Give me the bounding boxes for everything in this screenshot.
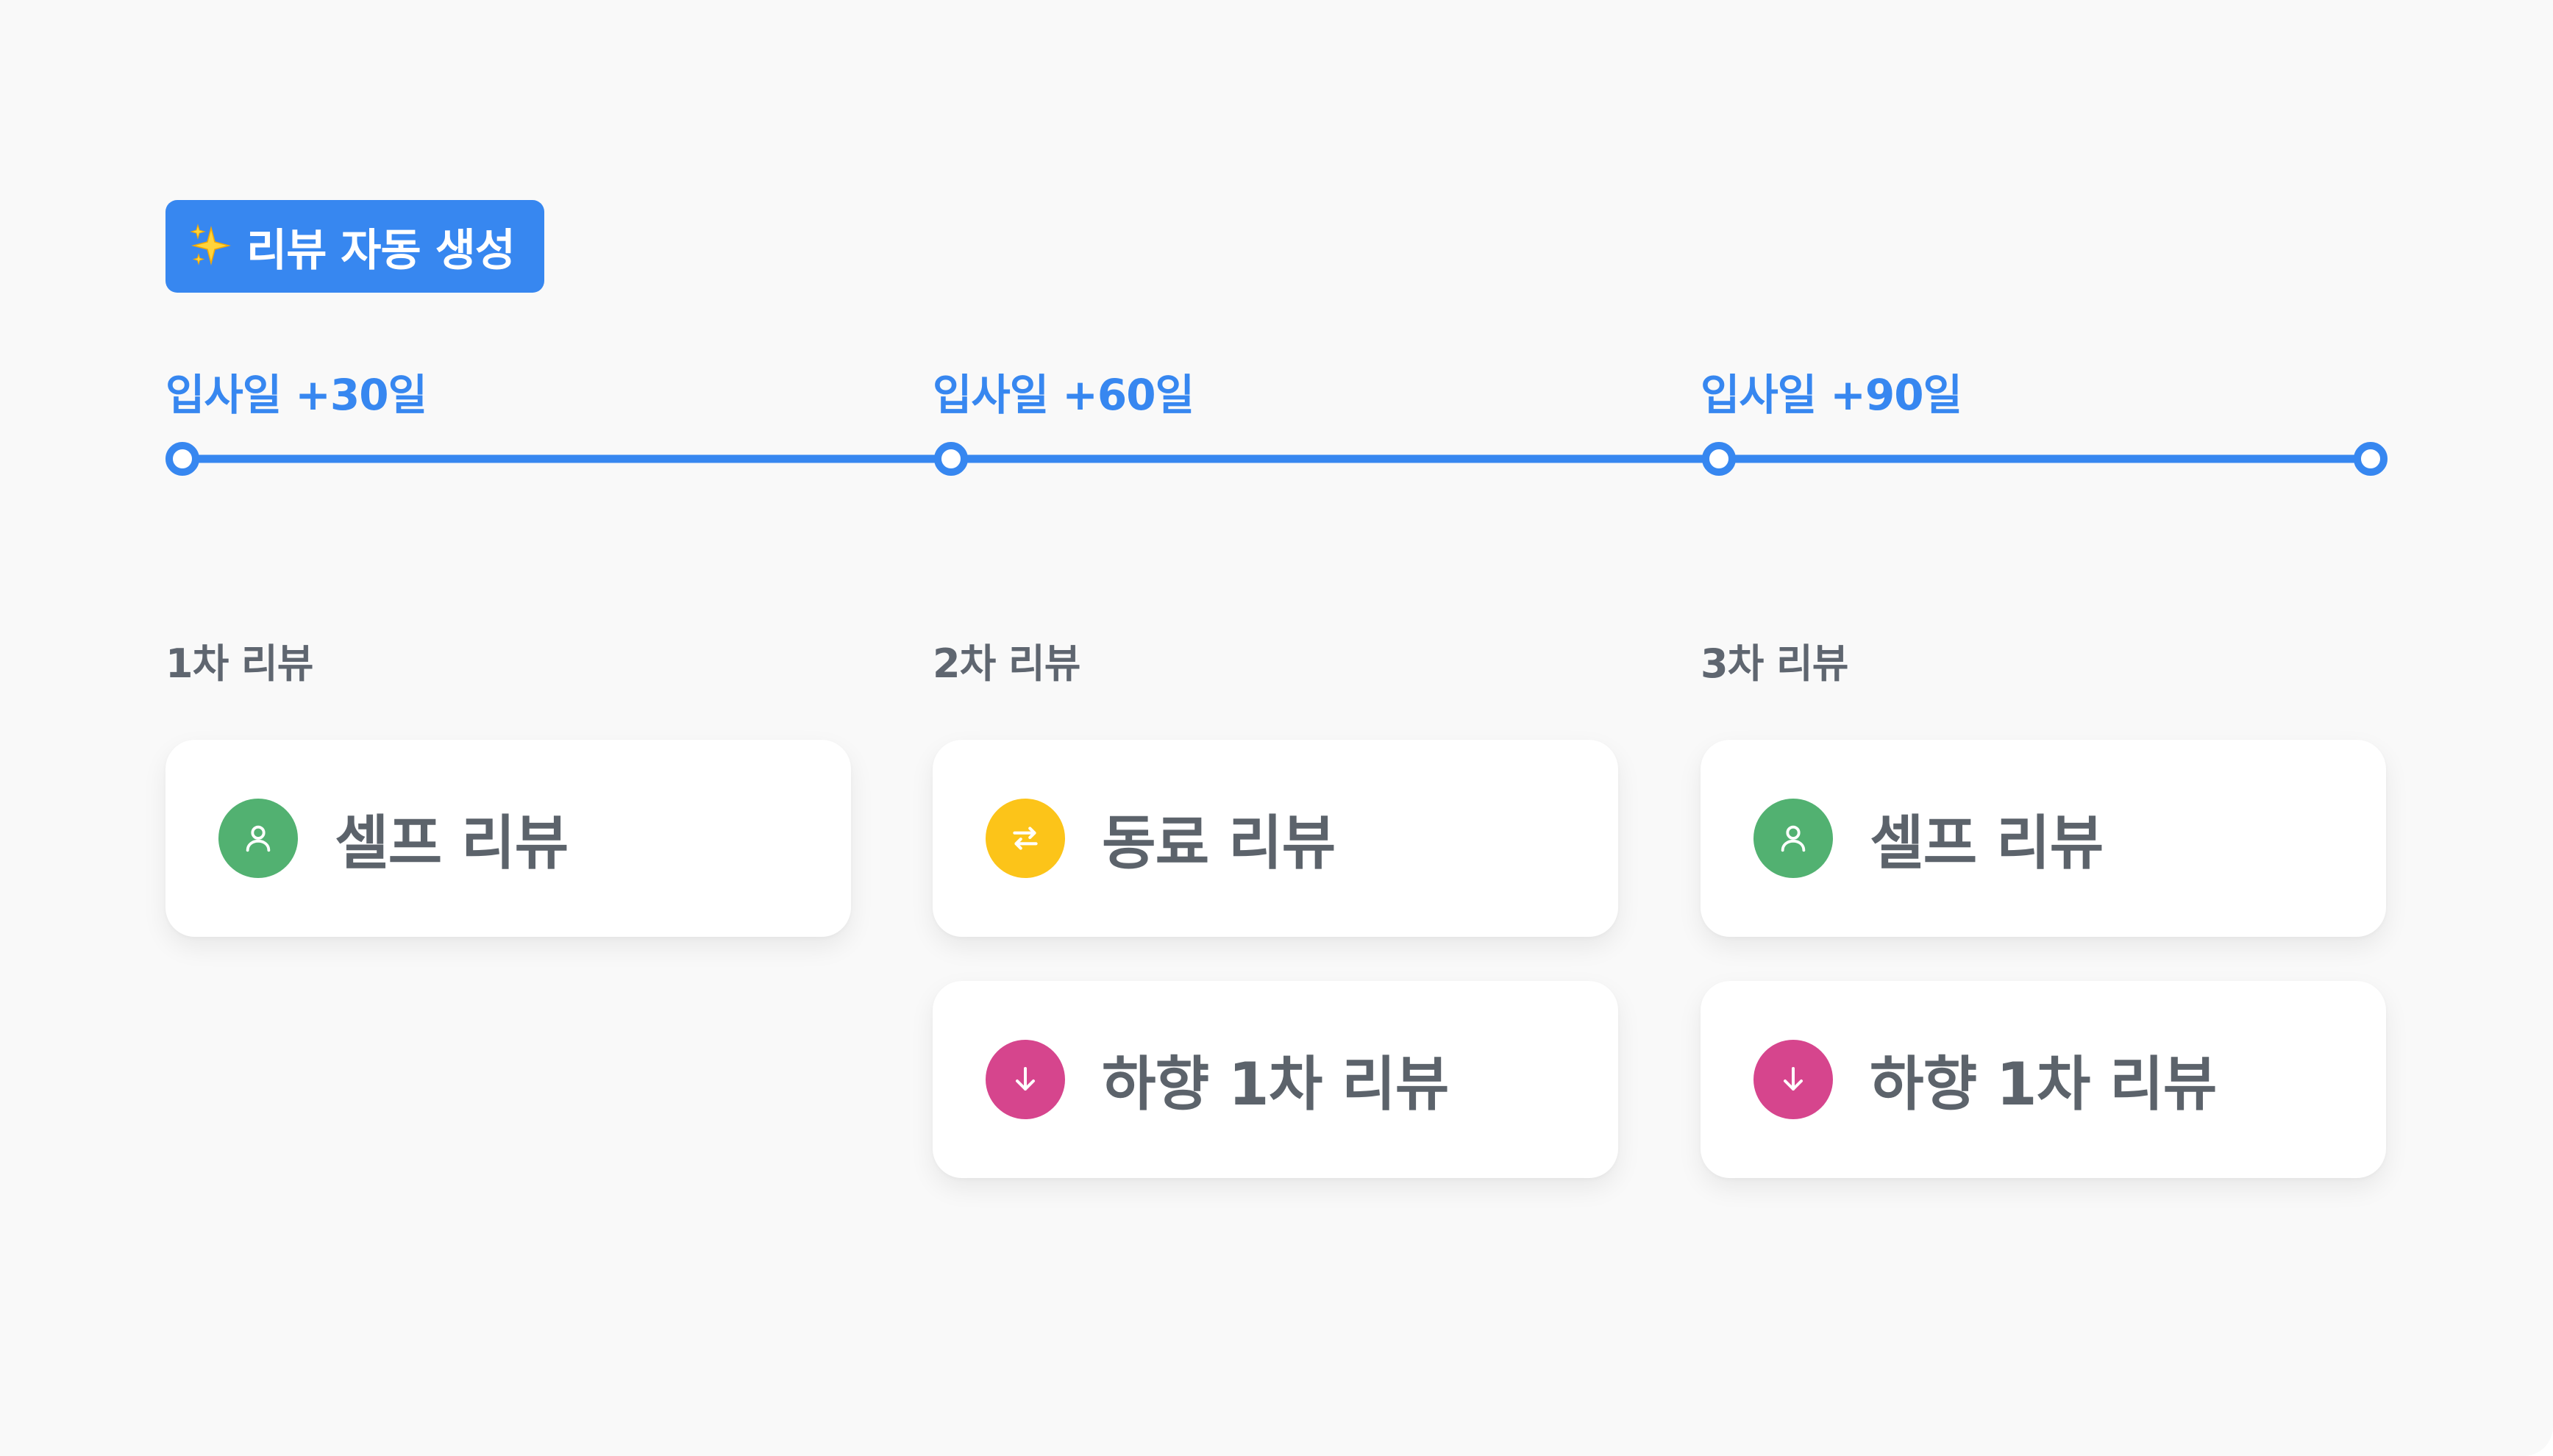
timeline-track [165,442,2388,476]
auto-review-badge[interactable]: 리뷰 자동 생성 [165,200,544,293]
review-stage-3-label: 3차 리뷰 [1701,640,1848,687]
milestone-label-60: 입사일 +60일 [933,370,1194,420]
milestone-label-90: 입사일 +90일 [1701,370,1962,420]
review-card-peer[interactable]: 동료 리뷰 [933,740,1618,937]
review-card-title: 셀프 리뷰 [335,809,569,877]
review-stage-2-label: 2차 리뷰 [933,640,1080,687]
milestone-label-30: 입사일 +30일 [165,370,427,420]
timeline-node-90 [1702,442,1736,476]
swap-arrows-icon [986,799,1065,878]
review-card-self-1[interactable]: 셀프 리뷰 [165,740,851,937]
review-card-title: 하향 1차 리뷰 [1102,1050,1449,1118]
person-icon [218,799,298,878]
arrow-down-icon [986,1040,1065,1119]
timeline-node-30 [165,442,199,476]
review-card-title: 셀프 리뷰 [1870,809,2104,877]
timeline: 입사일 +30일 입사일 +60일 입사일 +90일 [0,0,2553,515]
review-card-title: 동료 리뷰 [1102,809,1336,877]
review-card-title: 하향 1차 리뷰 [1870,1050,2217,1118]
sparkles-icon [189,224,233,269]
person-icon [1753,799,1833,878]
review-card-downward-3[interactable]: 하향 1차 리뷰 [1701,981,2386,1178]
badge-label: 리뷰 자동 생성 [246,224,516,276]
timeline-node-60 [934,442,968,476]
review-stage-1-label: 1차 리뷰 [165,640,313,687]
review-card-self-3[interactable]: 셀프 리뷰 [1701,740,2386,937]
arrow-down-icon [1753,1040,1833,1119]
timeline-node-end [2354,442,2388,476]
review-card-downward-2[interactable]: 하향 1차 리뷰 [933,981,1618,1178]
